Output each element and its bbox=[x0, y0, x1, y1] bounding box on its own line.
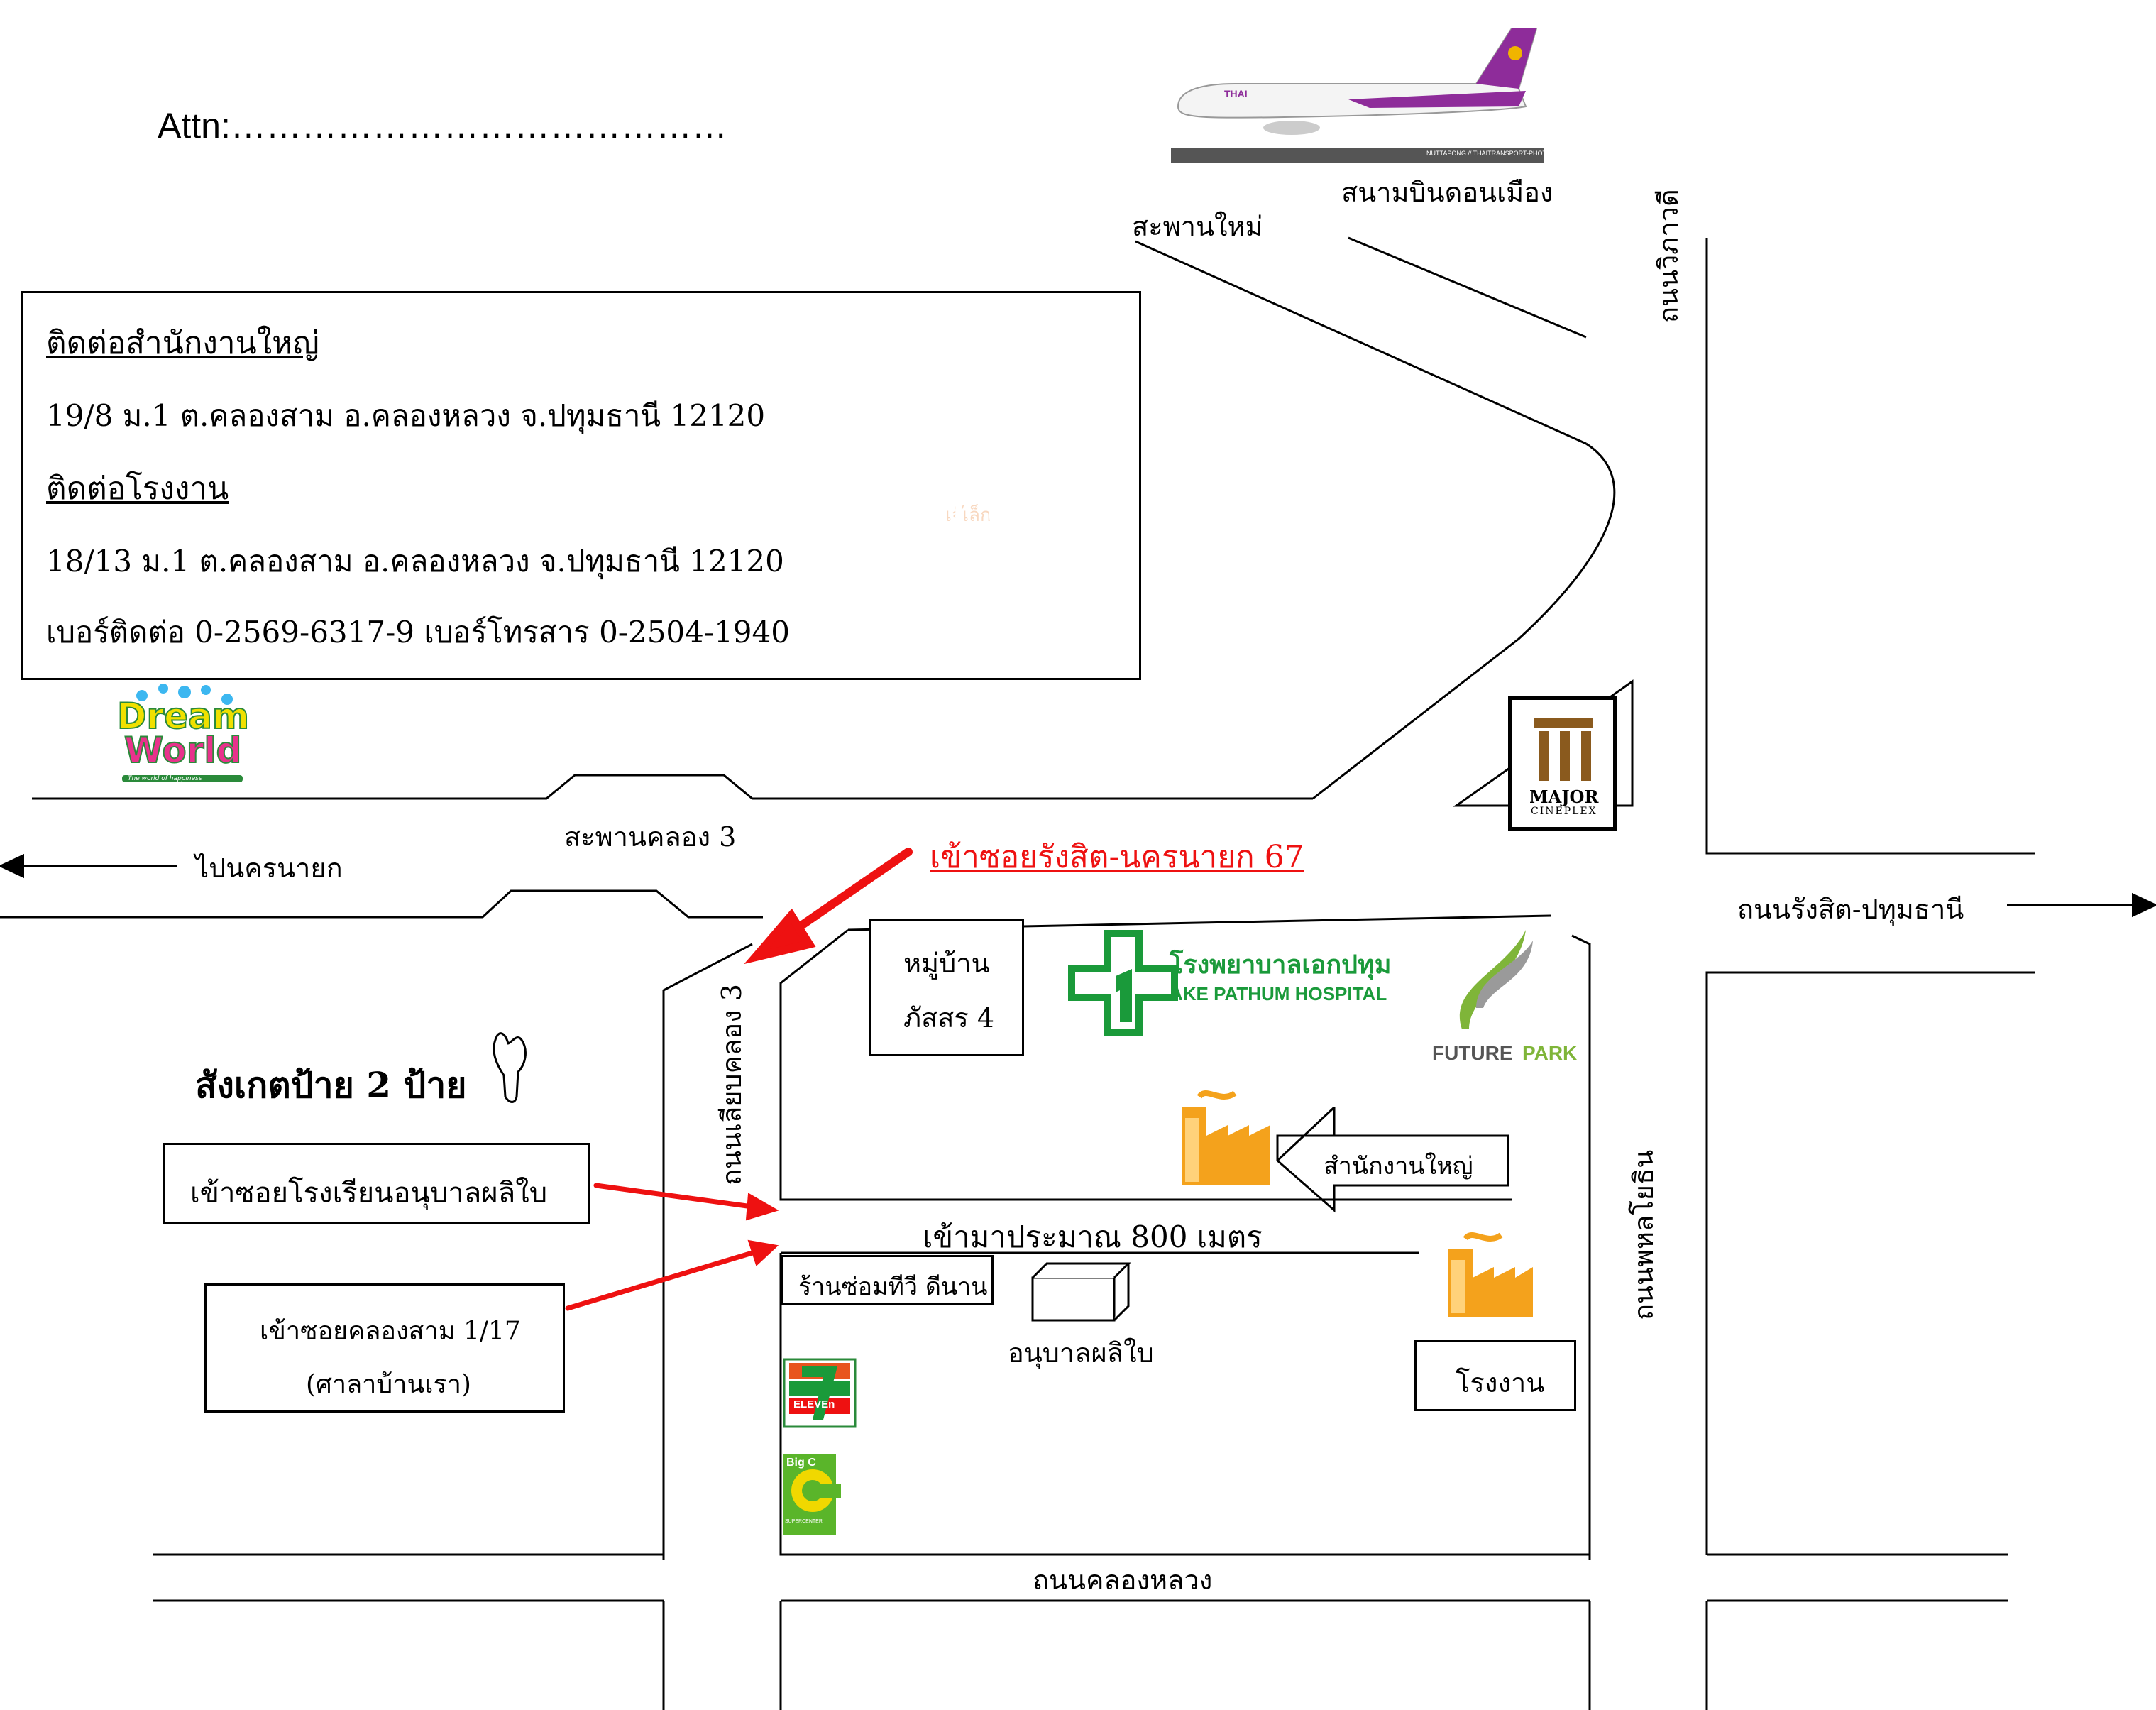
kindergarten-label: อนุบาลผลิใบ bbox=[1008, 1337, 1154, 1369]
sign2-line2: (ศาลาบ้านเรา) bbox=[306, 1370, 471, 1399]
attn-line: Attn:…………………………………… bbox=[158, 106, 727, 146]
tv-shop-box: ร้านซ่อมทีวี ดีนาน bbox=[781, 1255, 994, 1305]
tv-shop-label: ร้านซ่อมทีวี ดีนาน bbox=[798, 1273, 988, 1301]
dreamworld-title-2: World bbox=[123, 730, 242, 771]
seven-eleven-logo bbox=[783, 1358, 857, 1428]
bigc-logo bbox=[783, 1454, 841, 1535]
dreamworld-tagline: The world of happiness bbox=[128, 775, 202, 782]
airplane-image bbox=[1171, 28, 1544, 163]
factory-label: โรงงาน bbox=[1456, 1367, 1545, 1398]
head-office-label: สำนักงานใหญ่ bbox=[1324, 1152, 1473, 1180]
jlek-small-text: เจ๊เล็ก bbox=[945, 505, 991, 526]
major-sub-label: CINEPLEX bbox=[1531, 806, 1597, 817]
road-vibhavadi: ถนนวิภาวดี bbox=[1653, 189, 1684, 323]
village-line1: หมู่บ้าน bbox=[903, 948, 990, 979]
road-saphan-khlong3: สะพานคลอง 3 bbox=[564, 821, 737, 853]
major-label: MAJOR bbox=[1529, 787, 1599, 807]
hospital-thai-name: โรงพยาบาลเอกปทุม bbox=[1170, 950, 1392, 980]
hospital-cross-icon bbox=[1068, 930, 1178, 1036]
airport-label: สนามบินดอนเมือง bbox=[1341, 177, 1553, 208]
road-rangsit-pathum: ถนนรังสิต-ปทุมธานี bbox=[1737, 894, 1964, 925]
hospital-english-name: AKE PATHUM HOSPITAL bbox=[1170, 983, 1387, 1004]
road-saphan-mai: สะพานใหม่ bbox=[1132, 211, 1263, 242]
factory-title: ติดต่อโรงงาน bbox=[46, 471, 229, 507]
major-cineplex-logo bbox=[1508, 696, 1617, 831]
observe-signs-label: สังเกตป้าย 2 ป้าย bbox=[195, 1064, 467, 1106]
phone-line: เบอร์ติดต่อ 0-2569-6317-9 เบอร์โทรสาร 0-… bbox=[46, 615, 790, 650]
dreamworld-title-1: Dream bbox=[116, 696, 250, 737]
head-office-title: ติดต่อสำนักงานใหญ่ bbox=[46, 325, 319, 361]
sign1-label: เข้าซอยโรงเรียนอนุบาลผลิใบ bbox=[190, 1177, 548, 1210]
road-khlong-luang: ถนนคลองหลวง bbox=[1033, 1564, 1213, 1596]
futurepark-label-b: PARK bbox=[1522, 1042, 1578, 1064]
airplane-caption: NUTTAPONG // THAITRANSPORT-PHOTO.NET bbox=[1426, 150, 1566, 157]
contact-box: ติดต่อสำนักงานใหญ่ 19/8 ม.1 ต.คลองสาม อ.… bbox=[21, 291, 1141, 680]
dreamworld-logo bbox=[122, 684, 243, 782]
factory-icon bbox=[1182, 1090, 1270, 1185]
futurepark-label-a: FUTURE bbox=[1432, 1042, 1513, 1064]
factory-address: 18/13 ม.1 ต.คลองสาม อ.คลองหลวง จ.ปทุมธาน… bbox=[46, 544, 784, 579]
seven-eleven-label: ELEVEn bbox=[793, 1398, 835, 1410]
factory-box: โรงงาน bbox=[1414, 1340, 1576, 1411]
sign2-line1: เข้าซอยคลองสาม 1/17 bbox=[260, 1317, 521, 1346]
pointing-hand-icon bbox=[493, 1032, 527, 1103]
road-phahonyothin: ถนนพหลโยธิน bbox=[1628, 1149, 1659, 1320]
futurepark-logo bbox=[1459, 930, 1533, 1029]
kindergarten-icon bbox=[1031, 1262, 1131, 1322]
sign1-box: เข้าซอยโรงเรียนอนุบาลผลิใบ bbox=[163, 1143, 590, 1224]
enter-soi-label: เข้าซอยรังสิต-นครนายก 67 bbox=[930, 839, 1304, 875]
head-office-address: 19/8 ม.1 ต.คลองสาม อ.คลองหลวง จ.ปทุมธานี… bbox=[46, 398, 766, 433]
airplane-brand: THAI bbox=[1224, 88, 1248, 99]
village-line2: ภัสสร 4 bbox=[903, 1002, 995, 1034]
village-box: หมู่บ้าน ภัสสร 4 bbox=[869, 919, 1024, 1056]
bigc-label: Big C bbox=[786, 1457, 816, 1469]
jlek-brand: J-Lek bbox=[905, 474, 1067, 547]
factory-icon-2 bbox=[1448, 1232, 1533, 1317]
distance-label: เข้ามาประมาณ 800 เมตร bbox=[923, 1220, 1263, 1254]
label-to-nakhon-nayok: ไปนครนายก bbox=[195, 853, 343, 884]
bigc-sub-label: SUPERCENTER bbox=[785, 1519, 823, 1524]
sign2-box: เข้าซอยคลองสาม 1/17 (ศาลาบ้านเรา) bbox=[204, 1283, 565, 1413]
road-liap-khlong3: ถนนเลียบคลอง 3 bbox=[716, 984, 747, 1185]
